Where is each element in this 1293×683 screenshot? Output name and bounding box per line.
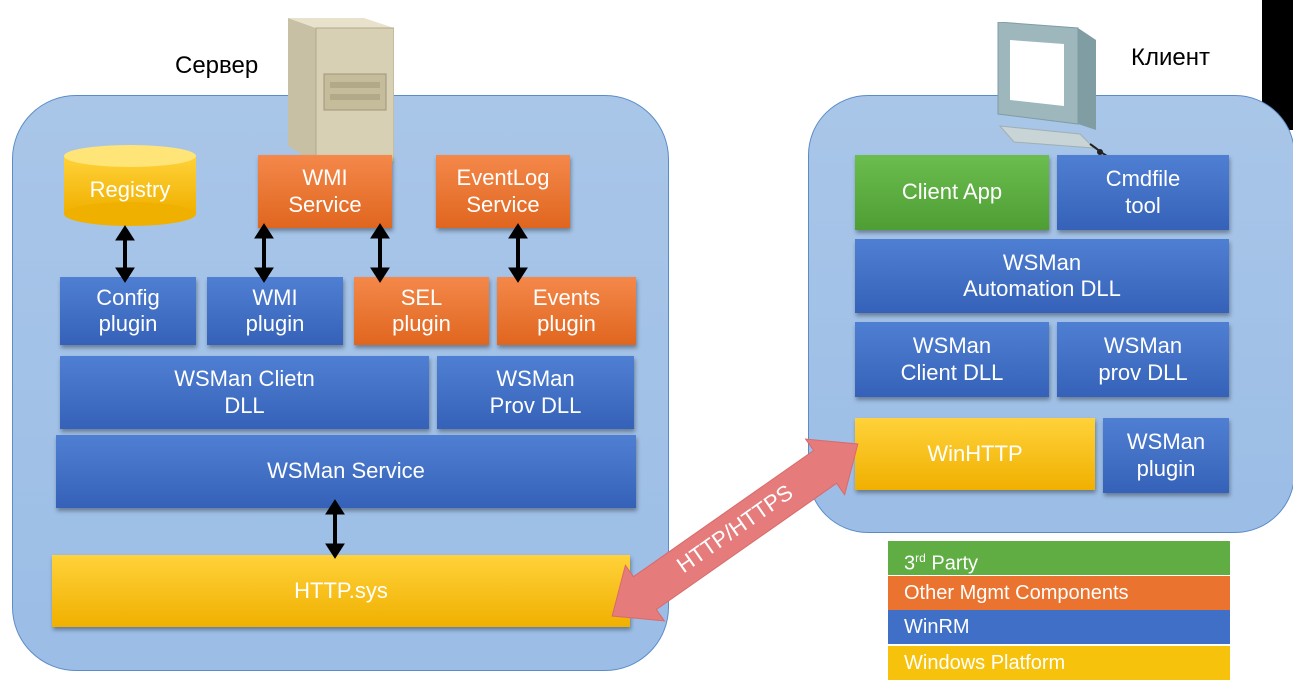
wsman-prov-dll-box: WSMan Prov DLL <box>437 356 634 429</box>
server-arrows <box>115 223 528 559</box>
arrow-service-httpsys <box>325 499 345 559</box>
wsman-client-dll-box: WSMan Clietn DLL <box>60 356 429 429</box>
legend-third-party: 3rd Party <box>888 541 1230 575</box>
server-title: Сервер <box>175 52 259 79</box>
wsman-plugin-box: WSMan plugin <box>1103 418 1229 493</box>
arrow-eventlog-events <box>508 223 528 283</box>
wmi-plugin-box: WMI plugin <box>207 277 343 345</box>
legend-windows-platform: Windows Platform <box>888 646 1230 680</box>
sel-plugin-box: SEL plugin <box>354 277 489 345</box>
client-dll-box: WSMan Client DLL <box>855 322 1049 397</box>
client-title: Клиент <box>1131 44 1210 71</box>
events-plugin-box: Events plugin <box>497 277 636 345</box>
client-app-box: Client App <box>855 155 1049 230</box>
wsman-service-box: WSMan Service <box>56 435 636 508</box>
arrow-wmi-service-sel <box>370 223 390 283</box>
cmdfile-tool-box: Cmdfile tool <box>1057 155 1229 230</box>
legend-other-mgmt: Other Mgmt Components <box>888 576 1230 610</box>
winhttp-box: WinHTTP <box>855 418 1095 490</box>
legend-winrm: WinRM <box>888 610 1230 644</box>
eventlog-service-box: EventLog Service <box>436 155 570 228</box>
wmi-service-box: WMI Service <box>258 155 392 228</box>
registry-label: Registry <box>89 176 171 202</box>
registry-database-icon <box>64 145 196 226</box>
http-sys-box: HTTP.sys <box>52 555 630 627</box>
arrow-wmi-service-plugin <box>254 223 274 283</box>
client-computer-icon <box>997 22 1117 158</box>
prov-dll-box: WSMan prov DLL <box>1057 322 1229 397</box>
config-plugin-box: Config plugin <box>60 277 196 345</box>
server-icon <box>288 18 394 163</box>
automation-dll-box: WSMan Automation DLL <box>855 239 1229 313</box>
arrow-registry-config <box>115 225 135 283</box>
